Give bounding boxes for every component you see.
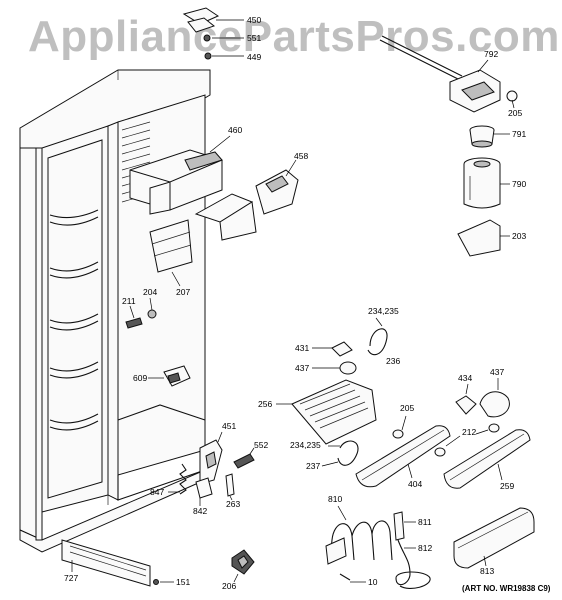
label-434: 434 — [458, 373, 473, 383]
part-206 — [231, 549, 255, 583]
lamp-and-socket — [455, 378, 510, 418]
light-covers — [355, 425, 531, 489]
label-205-mid: 205 — [400, 403, 415, 413]
label-263: 263 — [226, 499, 241, 509]
label-810: 810 — [328, 494, 343, 504]
water-filter — [463, 157, 510, 209]
light-shield — [276, 379, 377, 445]
part-609 — [148, 365, 191, 387]
label-727: 727 — [64, 573, 79, 583]
art-number: (ART NO. WR19838 C9) — [462, 584, 551, 593]
bottom-hinge-assembly — [168, 431, 255, 506]
label-259: 259 — [500, 481, 515, 491]
ice-chute — [149, 219, 193, 287]
label-813: 813 — [480, 566, 495, 576]
label-792: 792 — [484, 49, 499, 59]
label-791: 791 — [512, 129, 527, 139]
label-790: 790 — [512, 179, 527, 189]
label-460: 460 — [228, 125, 243, 135]
label-458: 458 — [294, 151, 309, 161]
lamp-socket-assembly — [312, 317, 388, 375]
label-551: 551 — [247, 33, 262, 43]
damper-assembly — [194, 159, 299, 241]
label-451: 451 — [222, 421, 237, 431]
label-236: 236 — [386, 356, 401, 366]
label-842: 842 — [193, 506, 208, 516]
base-grille — [61, 539, 174, 587]
filter-head-assembly — [379, 35, 518, 113]
label-812: 812 — [418, 543, 433, 553]
spacer-212 — [434, 423, 500, 457]
label-256: 256 — [258, 399, 273, 409]
label-211: 211 — [122, 296, 136, 306]
label-552: 552 — [254, 440, 269, 450]
label-431: 431 — [295, 343, 310, 353]
label-206: 206 — [222, 581, 237, 591]
label-404: 404 — [408, 479, 423, 489]
wire-harness-lower — [321, 440, 359, 467]
filter-bypass-cover — [457, 219, 510, 257]
ice-auger-assembly — [129, 135, 231, 215]
label-450: 450 — [247, 15, 262, 25]
label-449: 449 — [247, 52, 262, 62]
filter-cap — [469, 125, 510, 148]
label-609: 609 — [133, 373, 148, 383]
label-10: 10 — [368, 577, 378, 587]
label-207: 207 — [176, 287, 191, 297]
valve-cover — [453, 507, 535, 569]
label-204: 204 — [143, 287, 158, 297]
label-151: 151 — [176, 577, 191, 587]
label-212: 212 — [462, 427, 477, 437]
label-437-left: 437 — [295, 363, 310, 373]
label-437-right: 437 — [490, 367, 505, 377]
refrigerator-cabinet — [19, 69, 211, 553]
label-234-235-top: 234,235 — [368, 306, 399, 316]
label-205-top: 205 — [508, 108, 523, 118]
screw-and-spacer — [125, 297, 157, 329]
watermark: AppliancePartsPros.com — [28, 12, 560, 61]
label-234-235-bottom: 234,235 — [290, 440, 321, 450]
label-203: 203 — [512, 231, 527, 241]
label-237: 237 — [306, 461, 321, 471]
label-847: 847 — [150, 487, 165, 497]
water-valve-tubing — [325, 505, 431, 589]
ring-205 — [392, 415, 407, 439]
label-811: 811 — [418, 517, 432, 527]
top-hinge-assembly — [182, 7, 244, 60]
